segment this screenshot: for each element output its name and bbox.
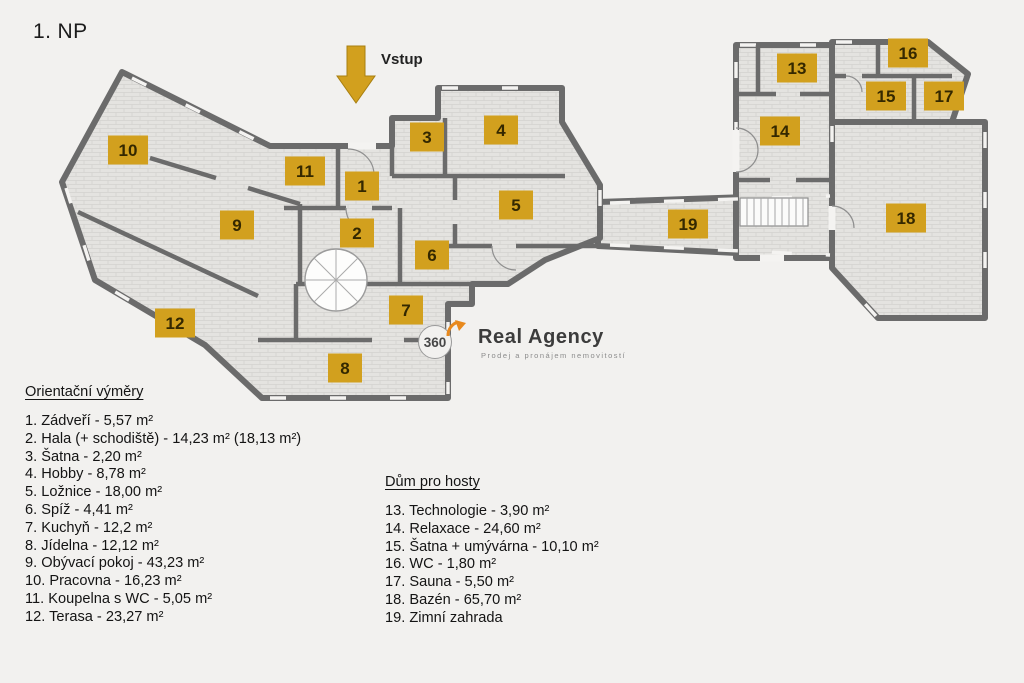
agency-logo: 360 Real Agency Prodej a pronájem nemovi… bbox=[418, 318, 638, 368]
svg-text:19: 19 bbox=[679, 215, 698, 234]
svg-text:11: 11 bbox=[296, 162, 314, 181]
legend-item: 4. Hobby - 8,78 m² bbox=[25, 466, 146, 483]
legend-item: 8. Jídelna - 12,12 m² bbox=[25, 537, 159, 554]
legend-item: 6. Spíž - 4,41 m² bbox=[25, 501, 133, 518]
legend-item: 18. Bazén - 65,70 m² bbox=[385, 591, 522, 608]
room-badge-17: 17 bbox=[924, 81, 964, 111]
svg-text:1: 1 bbox=[357, 177, 366, 196]
logo-tagline: Prodej a pronájem nemovitostí bbox=[481, 351, 627, 360]
room-badge-7: 7 bbox=[389, 295, 423, 325]
svg-text:3: 3 bbox=[422, 128, 431, 147]
room-badge-19: 19 bbox=[668, 209, 708, 239]
room-badge-8: 8 bbox=[328, 353, 362, 383]
legend-item: 2. Hala (+ schodiště) - 14,23 m² (18,13 … bbox=[25, 430, 302, 447]
legend-item: 16. WC - 1,80 m² bbox=[385, 556, 497, 573]
room-badge-5: 5 bbox=[499, 190, 533, 220]
corridor-stairs-icon bbox=[739, 197, 809, 227]
legend-item: 10. Pracovna - 16,23 m² bbox=[25, 573, 182, 590]
svg-text:8: 8 bbox=[340, 359, 349, 378]
window-gaps bbox=[64, 40, 987, 400]
legend-item: 5. Ložnice - 18,00 m² bbox=[25, 484, 163, 501]
room-badge-1: 1 bbox=[345, 171, 379, 201]
main-house-block bbox=[59, 69, 603, 401]
svg-text:10: 10 bbox=[119, 141, 138, 160]
legend-item: 3. Šatna - 2,20 m² bbox=[25, 448, 142, 465]
room-badge-14: 14 bbox=[760, 116, 800, 146]
svg-text:13: 13 bbox=[788, 59, 807, 78]
legend-item: 1. Zádveří - 5,57 m² bbox=[25, 413, 154, 429]
room-badge-16: 16 bbox=[888, 38, 928, 68]
legend-guest-heading: Dům pro hosty bbox=[385, 474, 480, 490]
logo-360-text: 360 bbox=[423, 334, 447, 350]
legend-item: 17. Sauna - 5,50 m² bbox=[385, 574, 514, 591]
svg-text:9: 9 bbox=[232, 216, 241, 235]
svg-text:14: 14 bbox=[771, 122, 790, 141]
legend-item: 9. Obývací pokoj - 43,23 m² bbox=[25, 555, 205, 572]
svg-text:18: 18 bbox=[897, 209, 916, 228]
svg-text:12: 12 bbox=[166, 314, 185, 333]
room-badge-13: 13 bbox=[777, 53, 817, 83]
spiral-staircase-icon bbox=[304, 248, 368, 312]
room-badge-3: 3 bbox=[410, 122, 444, 152]
legend-item: 11. Koupelna s WC - 5,05 m² bbox=[25, 590, 213, 607]
room-badge-11: 11 bbox=[285, 156, 325, 186]
svg-text:7: 7 bbox=[401, 301, 410, 320]
entrance-label: Vstup bbox=[381, 51, 423, 68]
legend-item: 7. Kuchyň - 12,2 m² bbox=[25, 519, 153, 536]
legend-item: 19. Zimní zahrada bbox=[385, 609, 503, 626]
room-badge-9: 9 bbox=[220, 210, 254, 240]
legend-item: 13. Technologie - 3,90 m² bbox=[385, 503, 550, 519]
legend-item: 14. Relaxace - 24,60 m² bbox=[385, 520, 541, 537]
room-badge-10: 10 bbox=[108, 135, 148, 165]
page-title: 1. NP bbox=[33, 20, 88, 43]
logo-name: Real Agency bbox=[478, 326, 604, 348]
room-badge-4: 4 bbox=[484, 115, 518, 145]
entrance-arrow-icon bbox=[336, 45, 376, 104]
svg-text:15: 15 bbox=[877, 87, 896, 106]
svg-text:2: 2 bbox=[352, 224, 361, 243]
legend-item: 15. Šatna + umývárna - 10,10 m² bbox=[385, 538, 599, 555]
svg-text:4: 4 bbox=[496, 121, 506, 140]
logo-arrow-icon bbox=[446, 320, 466, 337]
svg-text:17: 17 bbox=[935, 87, 954, 106]
room-badge-18: 18 bbox=[886, 203, 926, 233]
svg-text:6: 6 bbox=[427, 246, 436, 265]
room-badge-6: 6 bbox=[415, 240, 449, 270]
legend-item: 12. Terasa - 23,27 m² bbox=[25, 608, 164, 625]
svg-text:5: 5 bbox=[511, 196, 520, 215]
door-openings bbox=[348, 130, 836, 262]
room-badge-12: 12 bbox=[155, 308, 195, 338]
room-badge-2: 2 bbox=[340, 218, 374, 248]
logo-360-badge: 360 bbox=[418, 325, 452, 359]
room-badge-15: 15 bbox=[866, 81, 906, 111]
legend-main-heading: Orientační výměry bbox=[25, 384, 144, 400]
svg-text:16: 16 bbox=[899, 44, 918, 63]
